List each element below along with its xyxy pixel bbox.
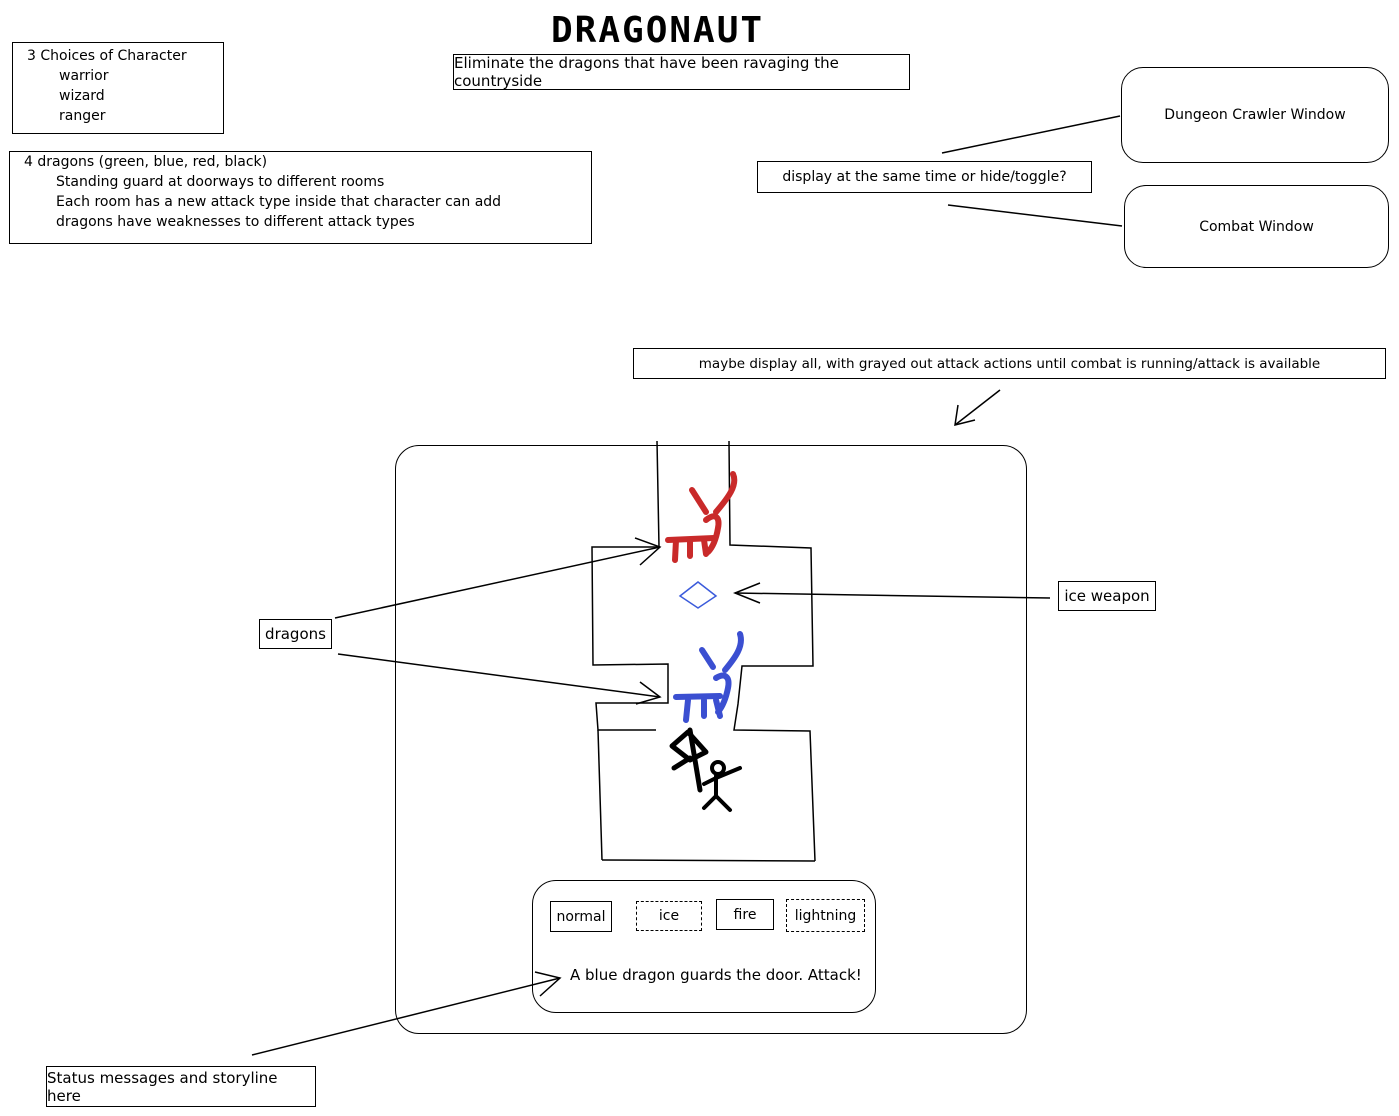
combat-window-box: Combat Window [1124,185,1389,268]
ice-weapon-label-box: ice weapon [1058,581,1156,611]
combat-panel [532,880,876,1013]
display-note-text: maybe display all, with grayed out attac… [698,355,1321,372]
attack-fire-button[interactable]: fire [716,899,774,930]
status-arrow [251,971,562,1056]
dragons-heading: 4 dragons (green, blue, red, black) [24,154,268,170]
hero-icon [669,727,742,812]
status-note-label: Status messages and storyline here [47,1068,278,1105]
dungeon-map [591,440,816,862]
subtitle-box: Eliminate the dragons that have been rav… [453,54,910,90]
dragons-note: 4 dragons (green, blue, red, black) Stan… [9,151,592,244]
ice-weapon-label: ice weapon [1064,587,1150,605]
dragons-arrows [334,537,662,705]
game-window-frame [395,445,1027,1034]
character-wizard: wizard [59,88,105,104]
toggle-note: display at the same time or hide/toggle? [757,161,1092,193]
ice-weapon-icon [678,581,718,609]
dragons-label: dragons [265,625,326,643]
characters-heading: 3 Choices of Character [27,48,187,64]
display-note-arrow [954,389,1001,427]
dungeon-crawler-window-label: Dungeon Crawler Window [1164,107,1346,123]
character-warrior: warrior [59,68,109,84]
attack-normal-button[interactable]: normal [550,901,612,932]
status-note-box: Status messages and storyline here [46,1066,316,1107]
display-note: maybe display all, with grayed out attac… [633,348,1386,379]
ice-weapon-arrow [732,582,1051,604]
dragons-note-item: Standing guard at doorways to different … [56,174,385,190]
attack-ice-label: ice [658,908,680,924]
dragons-note-item: dragons have weaknesses to different att… [56,214,415,230]
combat-window-label: Combat Window [1199,218,1314,235]
toggle-note-text: display at the same time or hide/toggle? [782,169,1067,185]
dragons-label-box: dragons [259,619,332,649]
status-message: A blue dragon guards the door. Attack! [570,966,862,984]
red-dragon-icon [665,471,738,563]
attack-normal-label: normal [556,908,606,925]
connector-line [947,204,1123,227]
attack-ice-button[interactable]: ice [636,901,702,931]
attack-lightning-label: lightning [794,907,857,924]
connector-line [941,115,1121,154]
character-ranger: ranger [59,108,106,124]
dragons-note-item: Each room has a new attack type inside t… [56,194,502,210]
subtitle-text: Eliminate the dragons that have been rav… [454,54,839,90]
blue-dragon-icon [673,631,744,723]
page-title: DRAGONAUT [551,10,765,51]
characters-note: 3 Choices of Character warrior wizard ra… [12,42,224,134]
attack-lightning-button[interactable]: lightning [786,899,865,932]
dungeon-crawler-window-box: Dungeon Crawler Window [1121,67,1389,163]
attack-fire-label: fire [733,906,757,923]
